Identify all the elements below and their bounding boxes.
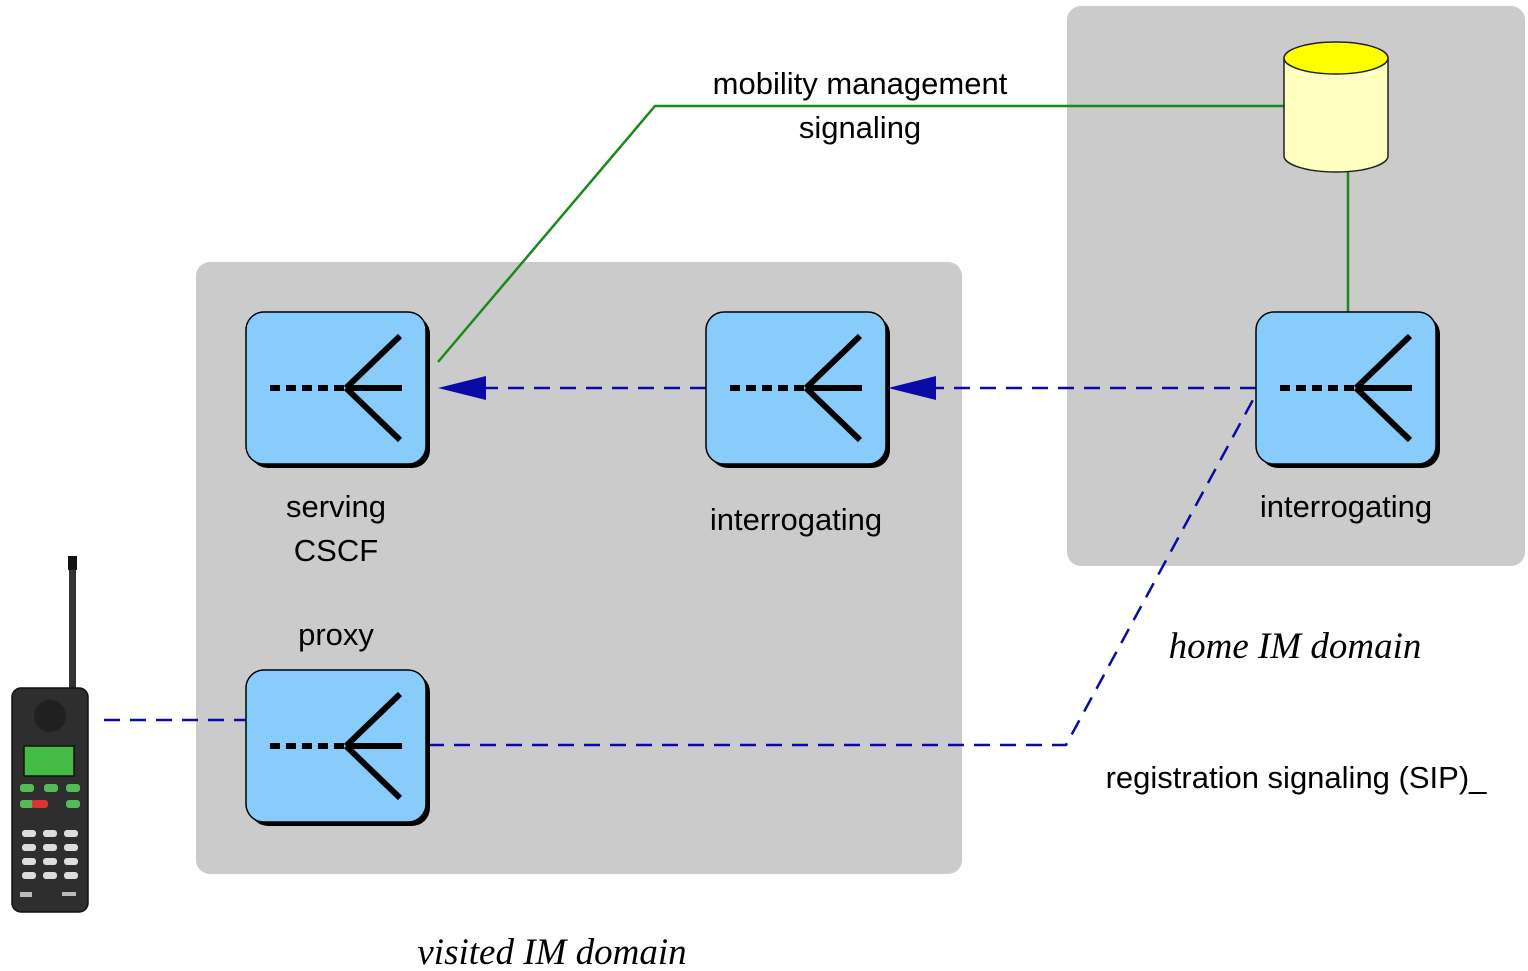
arrowhead-icon <box>888 376 936 400</box>
hss-database-icon <box>1283 41 1389 173</box>
serving-label-line1: serving <box>286 489 386 524</box>
interrogating-home-node <box>1255 311 1440 468</box>
cscf-router-icon <box>1255 311 1440 468</box>
mobility-signaling-label-line1: mobility management <box>713 66 1008 101</box>
mobile-phone-icon <box>11 556 89 913</box>
registration-signaling-label: registration signaling (SIP)_ <box>1106 760 1488 795</box>
home-domain-label: home IM domain <box>1169 626 1422 667</box>
arrowhead-icon <box>438 376 486 400</box>
interrogating-visited-label: interrogating <box>710 502 882 537</box>
proxy-label: proxy <box>298 617 374 652</box>
mobility-signaling-label-line2: signaling <box>799 110 921 145</box>
interrogating-home-label: interrogating <box>1260 489 1432 524</box>
mobility-signaling-line <box>437 104 1284 363</box>
serving-label-line2: CSCF <box>294 533 378 568</box>
proxy-node <box>245 669 430 826</box>
interrogating-visited-node <box>705 311 890 468</box>
proxy-to-home-line <box>428 397 1256 747</box>
cscf-router-icon <box>245 311 430 468</box>
cscf-router-icon <box>245 669 430 826</box>
visited-domain-label: visited IM domain <box>417 932 686 971</box>
serving-cscf-node <box>245 311 430 468</box>
cscf-router-icon <box>705 311 890 468</box>
